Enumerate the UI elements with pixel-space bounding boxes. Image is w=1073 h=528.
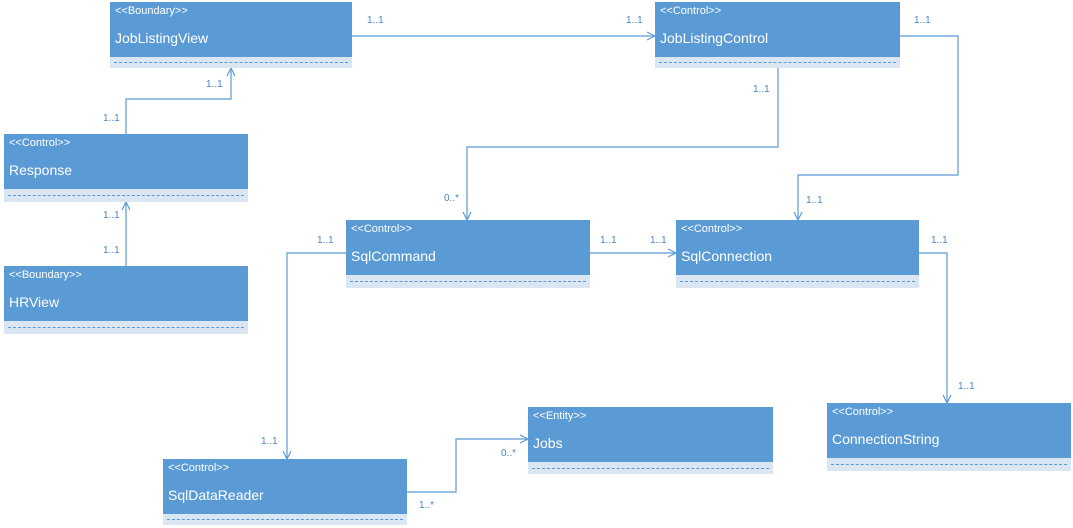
multiplicity-label: 1..1 xyxy=(367,15,384,26)
multiplicity-label: 1..1 xyxy=(753,84,770,95)
multiplicity-label: 1..1 xyxy=(626,15,643,26)
multiplicity-label: 1..1 xyxy=(650,235,667,246)
class-hr-view[interactable]: <<Boundary>> HRView xyxy=(4,266,248,334)
multiplicity-label: 0..* xyxy=(501,448,517,459)
class-response[interactable]: <<Control>> Response xyxy=(4,134,248,202)
multiplicity-label: 1..1 xyxy=(600,235,617,246)
class-name: HRView xyxy=(9,294,60,310)
class-name: JobListingView xyxy=(115,30,209,46)
class-jobs[interactable]: <<Entity>> Jobs xyxy=(528,407,773,474)
multiplicity-label: 1..1 xyxy=(103,245,120,256)
assoc-control-to-connection xyxy=(798,35,959,220)
multiplicity-label: 1..1 xyxy=(261,436,278,447)
multiplicity-label: 1..1 xyxy=(931,235,948,246)
multiplicity-label: 1..1 xyxy=(806,195,823,206)
multiplicity-label: 0..* xyxy=(444,193,460,204)
class-sql-connection[interactable]: <<Control>> SqlConnection xyxy=(676,220,919,288)
assoc-response-to-view xyxy=(125,68,231,134)
multiplicity-label: 1..1 xyxy=(103,113,120,124)
class-name: JobListingControl xyxy=(660,30,769,46)
multiplicity-label: 1..1 xyxy=(914,15,931,26)
multiplicity-label: 1..1 xyxy=(103,210,120,221)
assoc-control-to-command xyxy=(467,68,779,220)
class-connection-string[interactable]: <<Control>> ConnectionString xyxy=(827,403,1071,471)
multiplicity-label: 1..* xyxy=(419,500,435,511)
assoc-connection-to-string xyxy=(919,252,947,403)
multiplicity-label: 1..1 xyxy=(317,235,334,246)
class-sql-command[interactable]: <<Control>> SqlCommand xyxy=(346,220,590,288)
class-name: SqlDataReader xyxy=(168,487,264,503)
class-name: Response xyxy=(9,162,73,178)
stereotype-label: <<Boundary>> xyxy=(115,5,188,17)
class-job-listing-control[interactable]: <<Control>> JobListingControl xyxy=(655,2,900,68)
stereotype-label: <<Control>> xyxy=(168,462,230,474)
stereotype-label: <<Control>> xyxy=(9,137,71,149)
class-sql-data-reader[interactable]: <<Control>> SqlDataReader xyxy=(163,459,407,525)
stereotype-label: <<Control>> xyxy=(832,406,894,418)
class-job-listing-view[interactable]: <<Boundary>> JobListingView xyxy=(110,2,352,68)
stereotype-label: <<Entity>> xyxy=(533,410,587,422)
assoc-reader-to-jobs xyxy=(407,439,528,493)
stereotype-label: <<Boundary>> xyxy=(9,269,82,281)
stereotype-label: <<Control>> xyxy=(681,223,743,235)
multiplicity-label: 1..1 xyxy=(206,79,223,90)
class-name: SqlCommand xyxy=(351,248,436,264)
class-name: ConnectionString xyxy=(832,431,940,447)
stereotype-label: <<Control>> xyxy=(660,5,722,17)
class-name: Jobs xyxy=(533,435,563,451)
multiplicity-label: 1..1 xyxy=(958,381,975,392)
assoc-command-to-reader xyxy=(287,252,346,459)
class-name: SqlConnection xyxy=(681,248,773,264)
stereotype-label: <<Control>> xyxy=(351,223,413,235)
